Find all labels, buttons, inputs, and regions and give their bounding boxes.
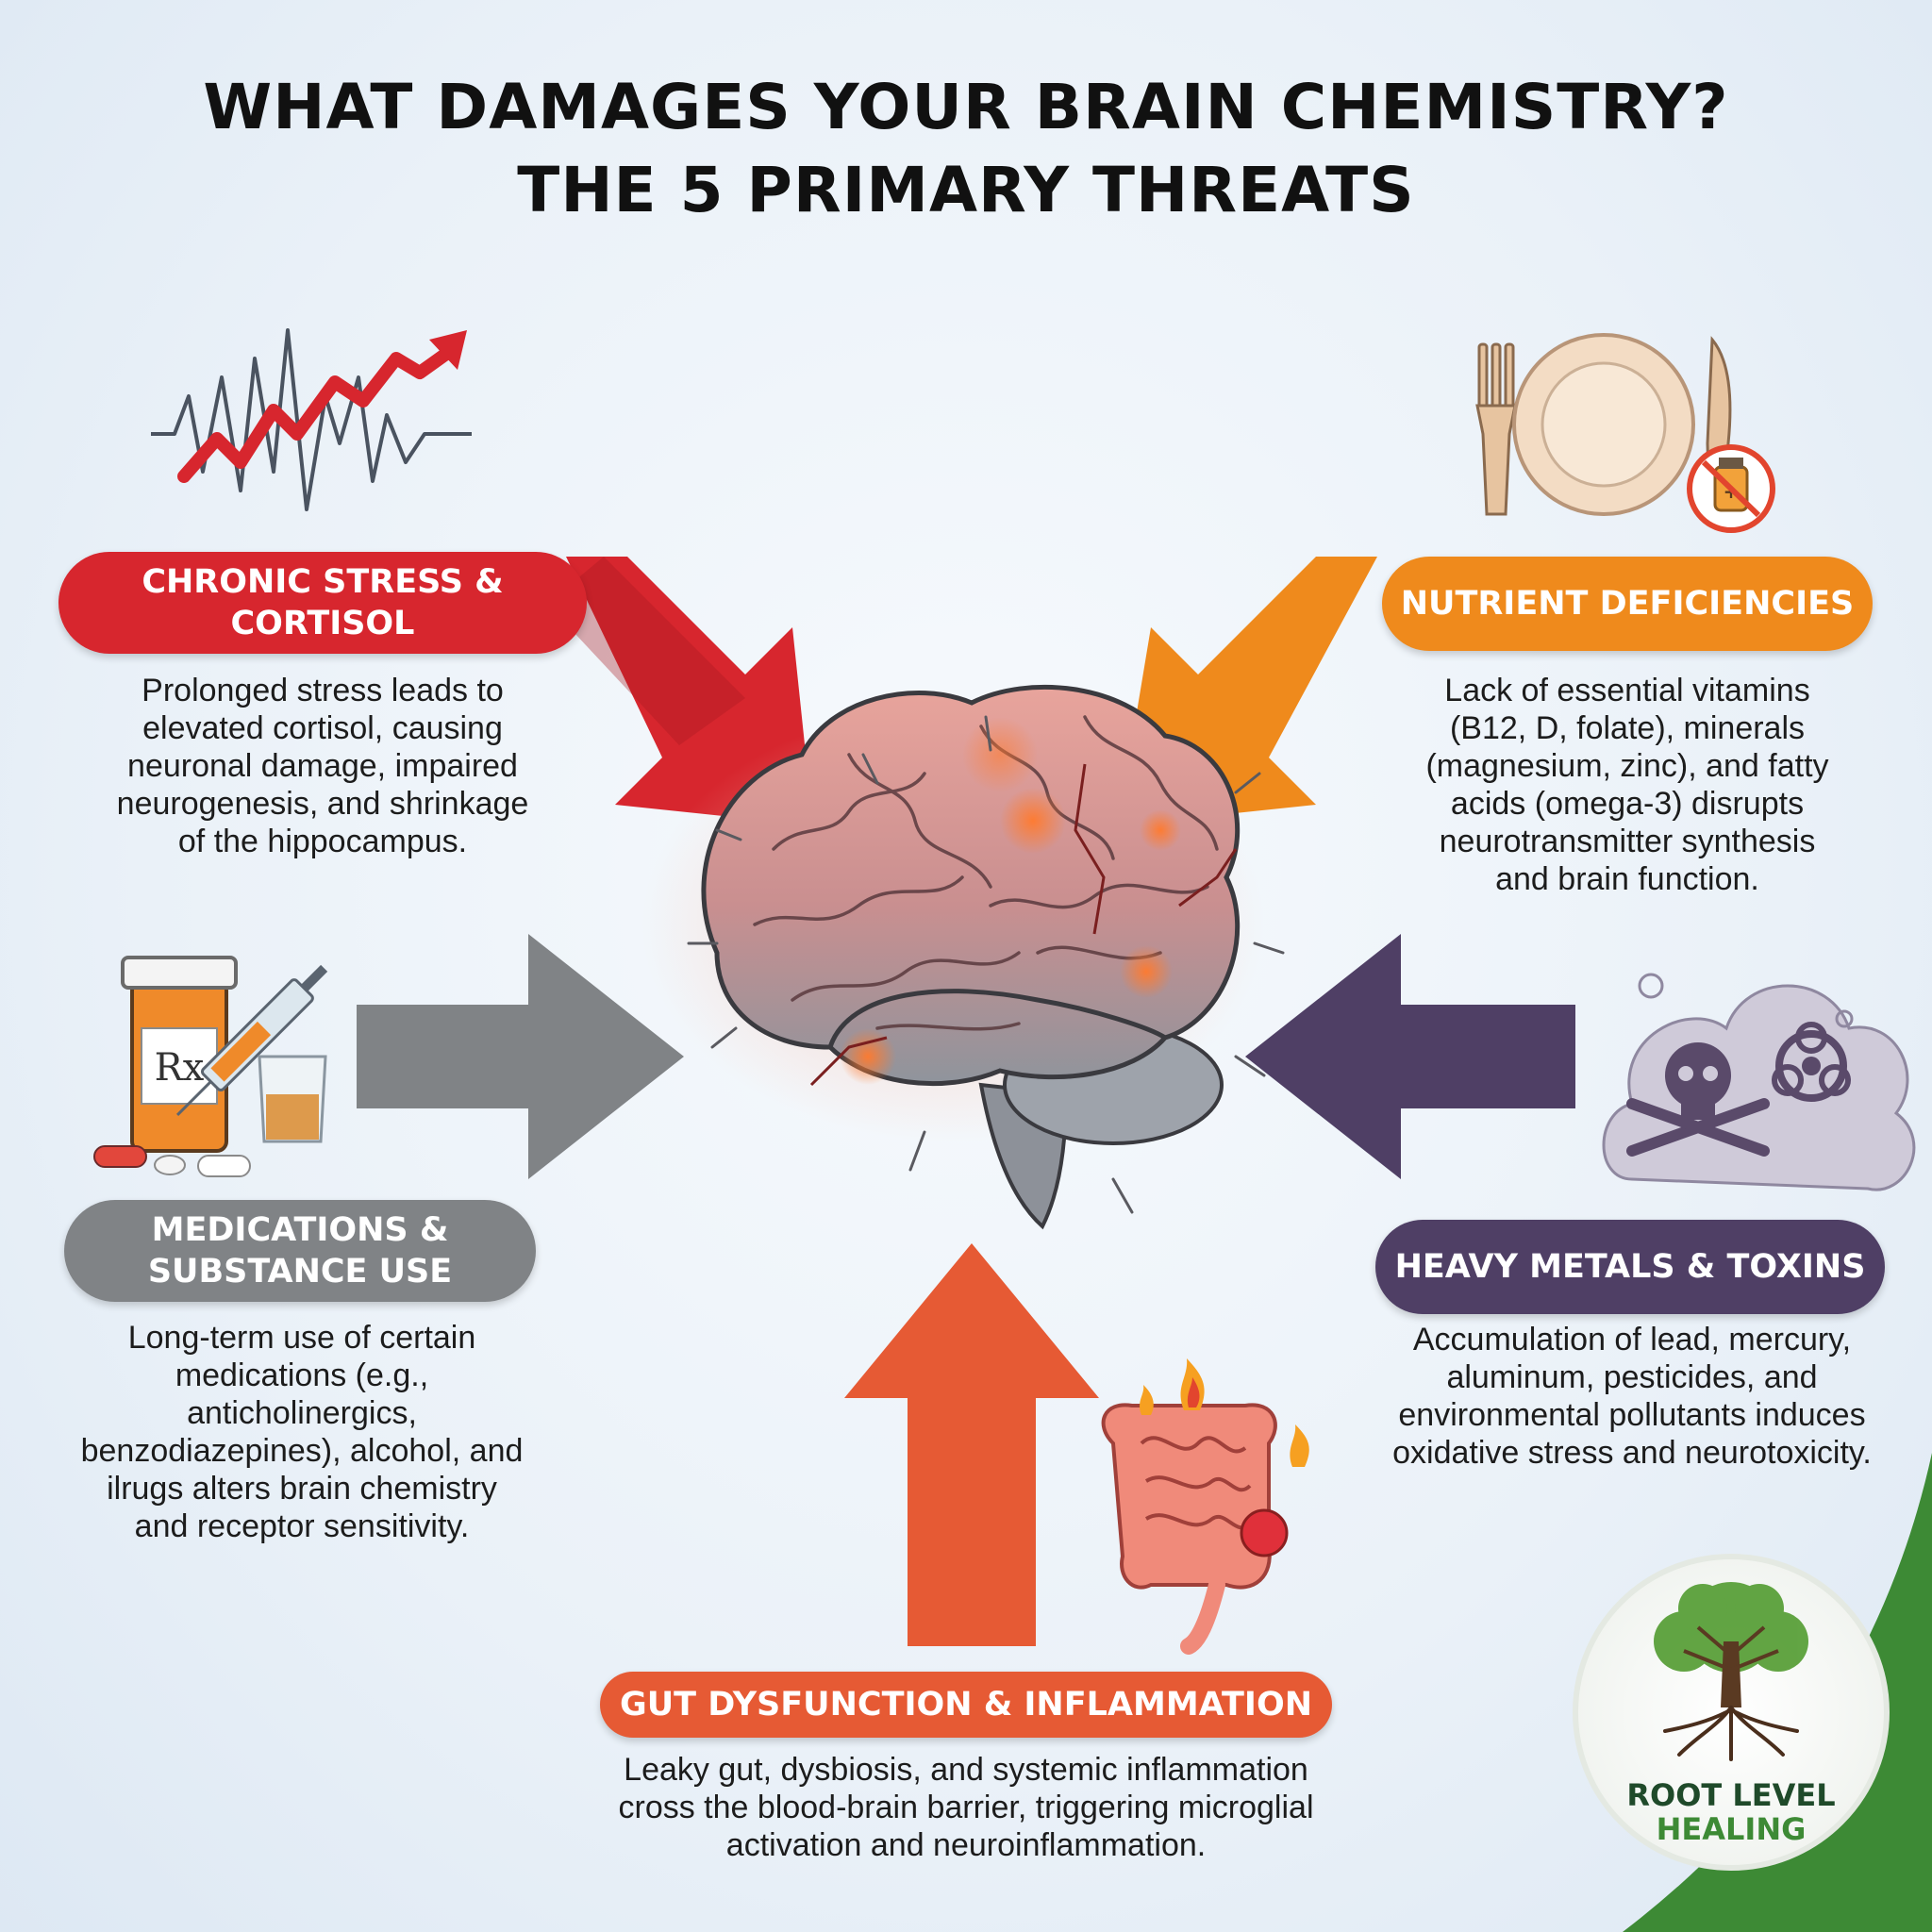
desc-line: Lack of essential vitamins (1444, 673, 1810, 708)
medications-arrow (357, 934, 684, 1179)
desc-line: anticholinergics, (187, 1395, 417, 1431)
desc-line: oxidative stress and neurotoxicity. (1392, 1435, 1872, 1471)
brand-line-2: HEALING (1656, 1811, 1807, 1847)
desc-line: medications (e.g., (175, 1357, 429, 1393)
pill-chronic-stress-line-1: CHRONIC STRESS & (142, 563, 504, 601)
pill-heavy-metals: HEAVY METALS & TOXINS (1375, 1220, 1885, 1314)
desc-heavy-metals: Accumulation of lead, mercury, aluminum,… (1358, 1321, 1906, 1472)
pill-medications-line-2: SUBSTANCE USE (147, 1253, 453, 1291)
pill-nutrient-deficiencies: NUTRIENT DEFICIENCIES (1382, 557, 1873, 651)
title-line-2: THE 5 PRIMARY THREATS (517, 154, 1415, 226)
desc-line: aluminum, pesticides, and (1446, 1359, 1818, 1395)
desc-line: (B12, D, folate), minerals (1449, 710, 1806, 746)
desc-line: activation and neuroinflammation. (725, 1827, 1207, 1863)
desc-line: Long-term use of certain (127, 1320, 476, 1356)
pill-gut-line-1: GUT DYSFUNCTION & INFLAMMATION (620, 1686, 1312, 1724)
pill-chronic-stress-line-2: CORTISOL (230, 605, 415, 642)
brain-illustration (641, 684, 1285, 1230)
desc-line: and brain function. (1495, 861, 1759, 897)
rx-label: Rx (155, 1046, 205, 1090)
desc-line: cross the blood-brain barrier, triggerin… (618, 1790, 1314, 1825)
desc-line: neurogenesis, and shrinkage (116, 786, 529, 822)
pill-nutrient-line-1: NUTRIENT DEFICIENCIES (1400, 585, 1855, 623)
pill-chronic-stress: CHRONIC STRESS & CORTISOL (58, 552, 587, 654)
desc-line: environmental pollutants induces (1398, 1397, 1866, 1433)
desc-line: elevated cortisol, causing (142, 710, 503, 746)
desc-line: Accumulation of lead, mercury, (1412, 1322, 1852, 1357)
desc-line: benzodiazepines), alcohol, and (80, 1433, 524, 1469)
desc-line: neurotransmitter synthesis (1439, 824, 1816, 859)
desc-line: of the hippocampus. (177, 824, 468, 859)
pill-medications-line-1: MEDICATIONS & (151, 1211, 449, 1249)
pill-medications: MEDICATIONS & SUBSTANCE USE (64, 1200, 536, 1302)
toxic-cloud-icon (1602, 973, 1916, 1191)
brand-name: ROOT LEVEL HEALING (1590, 1778, 1873, 1846)
empty-plate-icon: + (1475, 333, 1775, 533)
desc-nutrient-deficiencies: Lack of essential vitamins (B12, D, fola… (1358, 672, 1896, 898)
pill-heavy-metals-line-1: HEAVY METALS & TOXINS (1394, 1248, 1866, 1286)
page-title: WHAT DAMAGES YOUR BRAIN CHEMISTRY? THE 5… (0, 66, 1932, 232)
toxins-arrow (1245, 934, 1575, 1179)
desc-line: neuronal damage, impaired (127, 748, 518, 784)
desc-line: and receptor sensitivity. (134, 1508, 470, 1544)
brand-logo (1573, 1554, 1890, 1871)
desc-line: ilrugs alters brain chemistry (107, 1471, 497, 1507)
stress-arrow (566, 557, 813, 825)
pill-bottle-syringe-icon: Rx (93, 956, 328, 1177)
desc-medications: Long-term use of certain medications (e.… (38, 1319, 566, 1545)
tree-logo-icon (1654, 1582, 1808, 1761)
green-corner-accent (1623, 1453, 1932, 1932)
desc-gut-dysfunction: Leaky gut, dysbiosis, and systemic infla… (541, 1751, 1391, 1864)
inflamed-gut-icon (1101, 1358, 1309, 1655)
desc-line: Leaky gut, dysbiosis, and systemic infla… (624, 1752, 1308, 1788)
desc-line: (magnesium, zinc), and fatty (1425, 748, 1829, 784)
desc-chronic-stress: Prolonged stress leads to elevated corti… (58, 672, 587, 860)
desc-line: Prolonged stress leads to (142, 673, 504, 708)
pill-gut-dysfunction: GUT DYSFUNCTION & INFLAMMATION (600, 1672, 1332, 1738)
desc-line: acids (omega-3) disrupts (1450, 786, 1805, 822)
brand-line-1: ROOT LEVEL (1626, 1777, 1836, 1813)
stress-graph-icon (151, 328, 472, 511)
title-line-1: WHAT DAMAGES YOUR BRAIN CHEMISTRY? (203, 71, 1729, 143)
gut-arrow (844, 1243, 1099, 1646)
